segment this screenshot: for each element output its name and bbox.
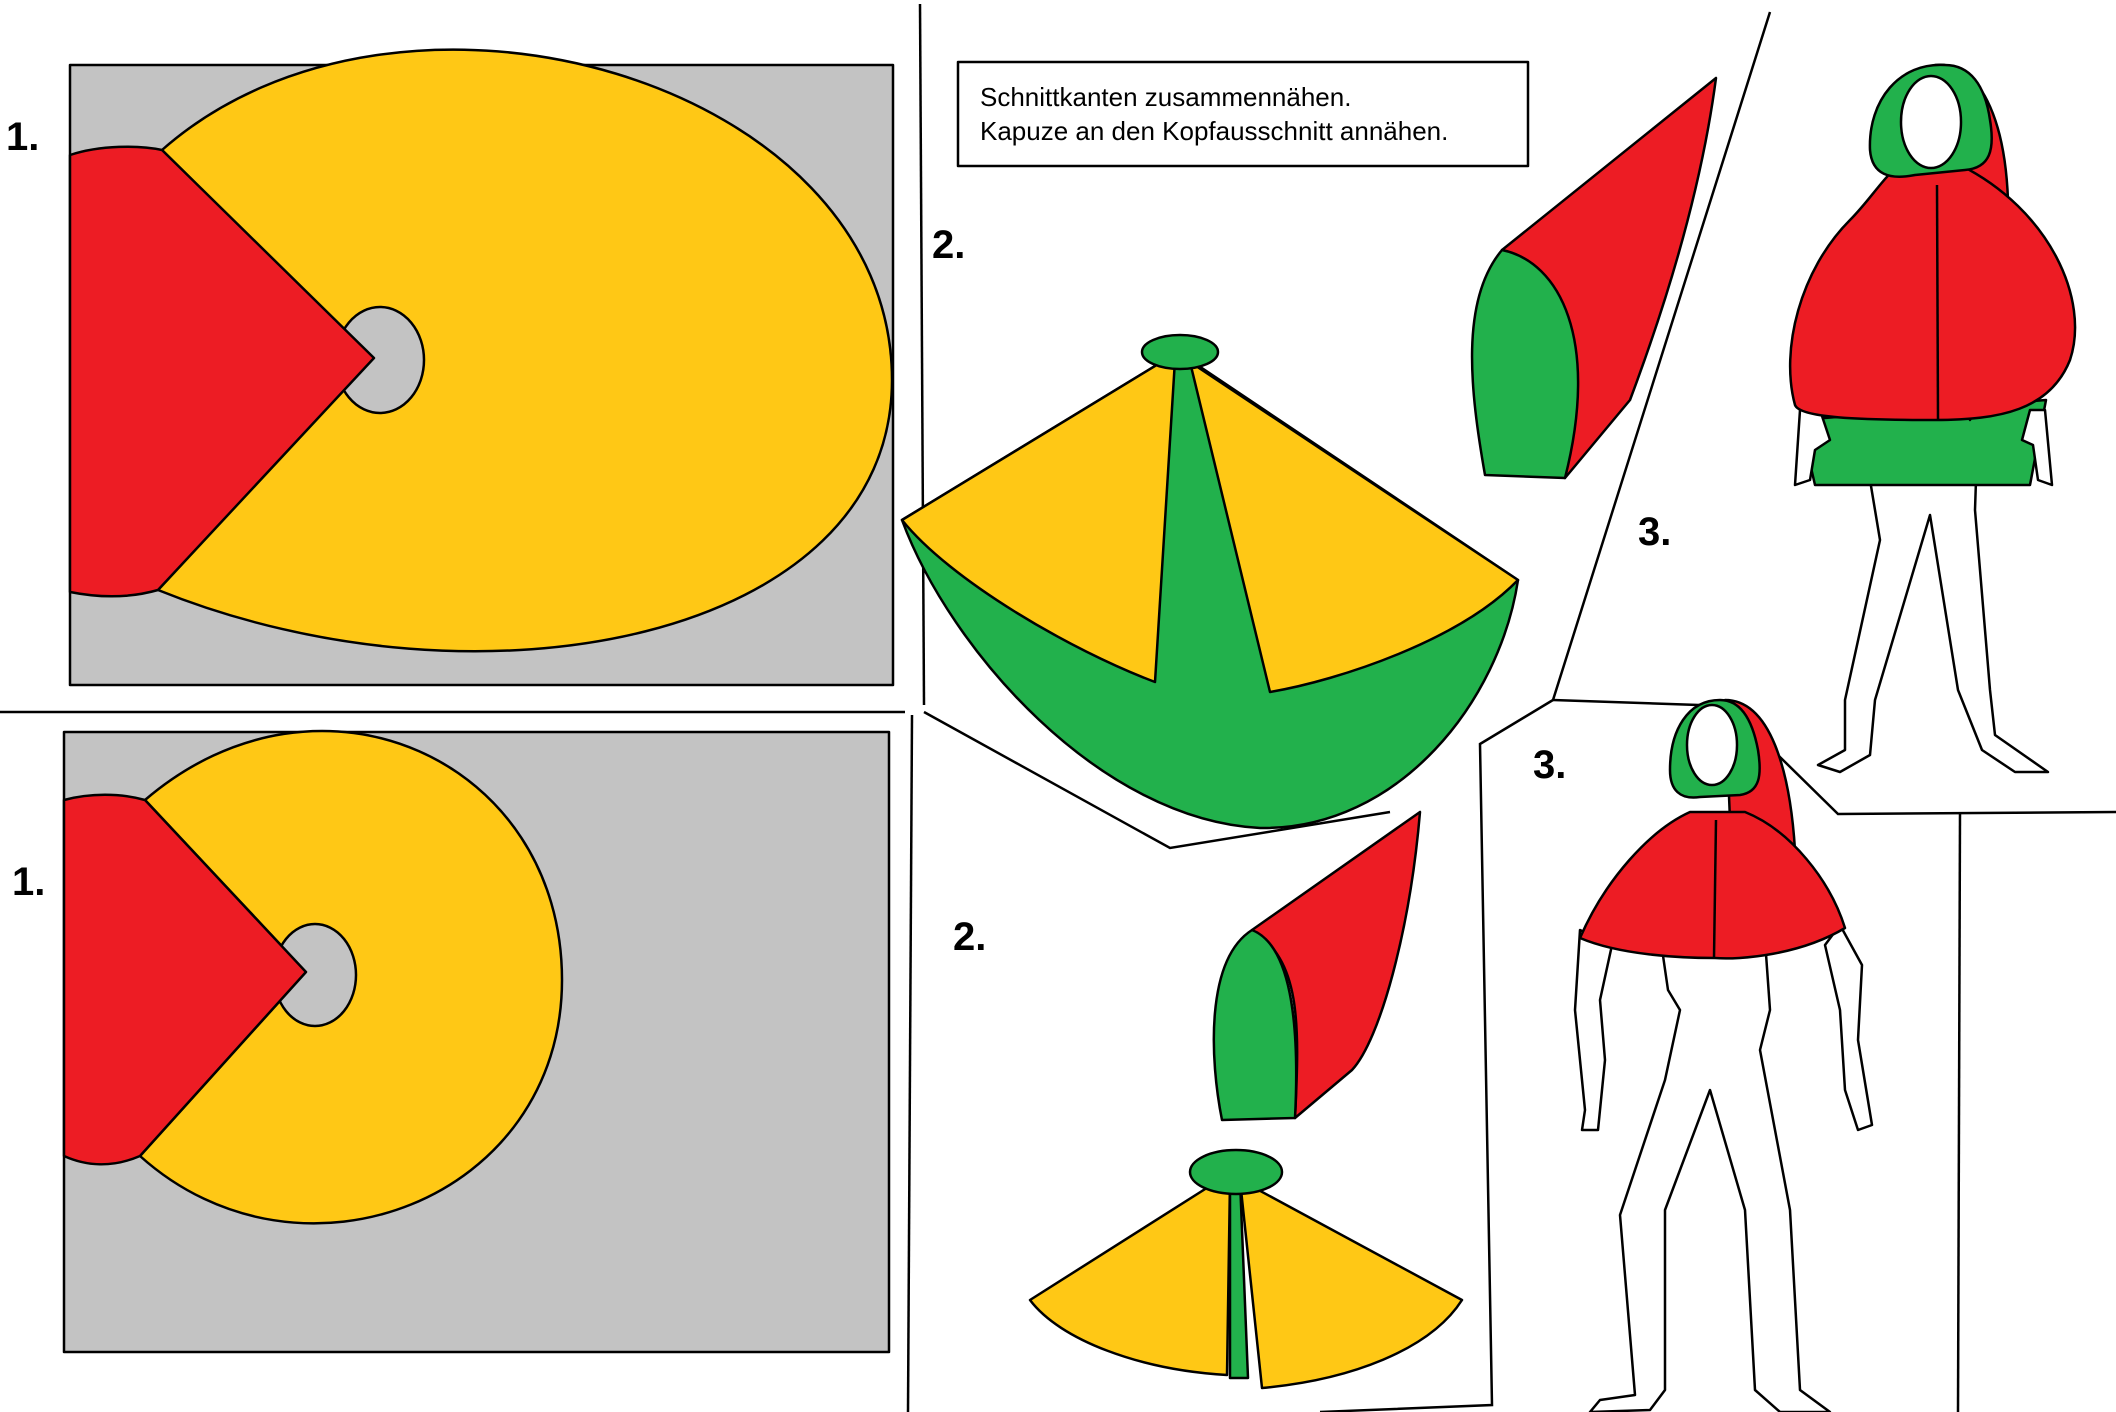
- neck-opening: [1140, 333, 1220, 371]
- cape-piece: [156, 48, 894, 653]
- cape-right-panel: [1188, 360, 1520, 694]
- face: [1899, 74, 1963, 170]
- instruction-note: Schnittkanten zusammennähen. Kapuze an d…: [956, 60, 1530, 168]
- cape-left-panel: [1028, 1170, 1234, 1377]
- hood-inner: [1212, 928, 1298, 1122]
- cape-left-panel: [900, 350, 1180, 684]
- right-arm: [1823, 923, 1874, 1132]
- figure-long-cape: [1788, 63, 2077, 774]
- cape: [1578, 810, 1847, 960]
- note-line-1: Schnittkanten zusammennähen.: [980, 82, 1351, 112]
- panel-dividers: [0, 3, 2116, 1412]
- step-1-bottom: 1.: [12, 860, 45, 904]
- cape-right-panel: [1238, 1178, 1464, 1390]
- step-2-top: 2.: [932, 223, 965, 267]
- pattern-short-cape: [62, 729, 891, 1354]
- hood-bottom: [1212, 810, 1422, 1122]
- hood-piece: [62, 793, 308, 1166]
- left-arm: [1573, 928, 1614, 1132]
- hood-top: [1470, 76, 1718, 480]
- hood-outer: [1250, 810, 1422, 1120]
- step-3-bottom: 3.: [1533, 743, 1566, 787]
- step-3-top: 3.: [1638, 510, 1671, 554]
- figure-body: [1588, 933, 1832, 1412]
- step-2-bottom: 2.: [953, 915, 986, 959]
- figure-short-cape: [1573, 698, 1874, 1412]
- step-1-top: 1.: [6, 115, 39, 159]
- face: [1685, 703, 1739, 787]
- note-line-2: Kapuze an den Kopfausschnitt annähen.: [980, 116, 1448, 146]
- pattern-long-cape: [68, 48, 895, 687]
- cape: [1788, 163, 2077, 422]
- sewn-long-cape: [900, 333, 1520, 830]
- neck-opening: [1188, 1148, 1284, 1196]
- sewn-short-cape: [1028, 1148, 1464, 1390]
- figure-legs: [1816, 418, 2050, 774]
- right-arm: [2020, 408, 2054, 487]
- hood-inner: [1470, 248, 1580, 480]
- hood-piece: [68, 145, 376, 598]
